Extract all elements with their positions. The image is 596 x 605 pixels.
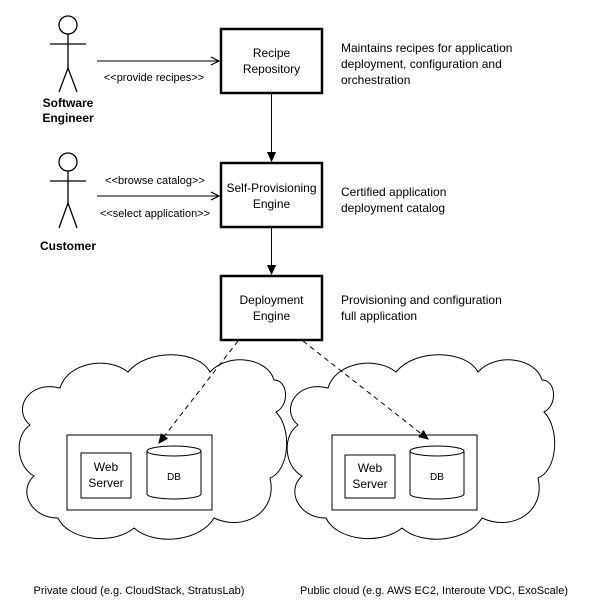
actor-left-leg <box>58 202 69 229</box>
recipe-repository-label-line1: Recipe <box>253 46 291 60</box>
note-line: full application <box>341 309 417 323</box>
private-database-icon <box>146 445 202 500</box>
provide-recipes-connector: <<provide recipes>> <box>97 61 219 84</box>
recipe-repository-box: Recipe Repository <box>219 27 324 95</box>
deployment-engine-note: Provisioning and configuration full appl… <box>341 293 502 323</box>
provide-recipes-label: <<provide recipes>> <box>104 72 204 84</box>
public-web-server-label-line2: Server <box>352 477 387 491</box>
customer-actor: Customer <box>40 152 96 253</box>
private-web-server-label-line2: Server <box>88 476 123 490</box>
note-line: deployment, configuration and <box>341 57 502 71</box>
private-cloud: Web Server DB <box>18 354 288 540</box>
software-engineer-label-line1: Software <box>43 96 94 110</box>
actor-head-icon <box>58 152 78 172</box>
recipe-repository-label-line2: Repository <box>243 62 300 76</box>
deployment-engine-label-line2: Engine <box>253 309 291 323</box>
deployment-engine-box: Deployment Engine <box>219 274 324 342</box>
actor-right-leg <box>67 67 78 93</box>
note-line: orchestration <box>341 73 410 87</box>
actor-left-leg <box>58 67 69 93</box>
software-engineer-label-line2: Engineer <box>42 111 94 125</box>
actor-right-leg <box>67 202 78 229</box>
software-engineer-actor: Software Engineer <box>42 15 94 125</box>
customer-label: Customer <box>40 239 96 253</box>
actor-head-icon <box>58 15 78 35</box>
public-database-icon <box>409 445 465 500</box>
browse-catalog-label: <<browse catalog>> <box>105 175 205 187</box>
public-web-server-box <box>344 454 396 499</box>
public-cloud-caption: Public cloud (e.g. AWS EC2, Interoute VD… <box>300 585 568 597</box>
self-provisioning-engine-box: Self-Provisioning Engine <box>219 161 324 229</box>
note-line: Certified application <box>341 185 446 199</box>
private-web-server-label-line1: Web <box>94 460 119 474</box>
public-db-label: DB <box>430 472 444 483</box>
private-web-server-box <box>80 452 132 499</box>
select-application-label: <<select application>> <box>100 208 210 220</box>
browse-catalog-connector: <<browse catalog>> <<select application>… <box>97 175 219 220</box>
self-provisioning-engine-label-line2: Engine <box>253 197 291 211</box>
note-line: Maintains recipes for application <box>341 41 512 55</box>
recipe-repository-note: Maintains recipes for application deploy… <box>341 41 512 87</box>
note-line: Provisioning and configuration <box>341 293 502 307</box>
public-web-server-label-line1: Web <box>358 461 383 475</box>
deployment-engine-label-line1: Deployment <box>239 293 304 307</box>
public-cloud: Web Server DB <box>286 354 556 540</box>
note-line: deployment catalog <box>341 201 445 215</box>
private-cloud-caption: Private cloud (e.g. CloudStack, StratusL… <box>34 585 245 597</box>
private-db-label: DB <box>167 472 181 483</box>
self-provisioning-engine-label-line1: Self-Provisioning <box>226 181 316 195</box>
deploy-to-private-arrow <box>159 340 239 443</box>
self-provisioning-engine-note: Certified application deployment catalog <box>341 185 446 215</box>
